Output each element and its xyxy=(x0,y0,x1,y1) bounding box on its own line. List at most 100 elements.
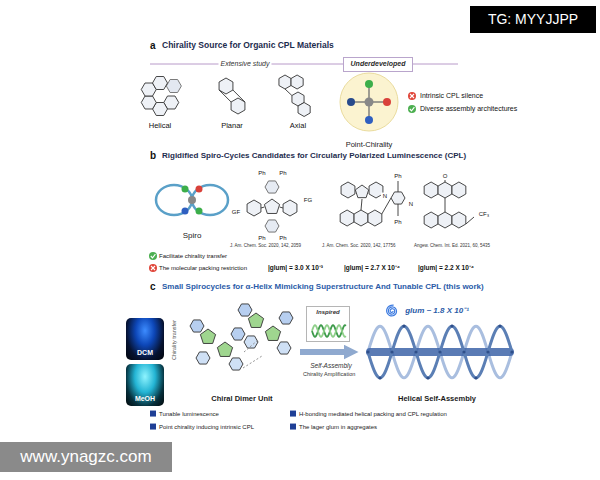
legend-entry: H-bonding mediated helical packing and C… xyxy=(290,411,447,418)
atom-label: CF₃ xyxy=(477,211,491,218)
bond xyxy=(445,180,446,182)
category-label: Point-Chirality xyxy=(346,141,393,150)
ring xyxy=(438,212,452,228)
reference: Angew. Chem. Int. Ed. 2021, 60, 5435 xyxy=(414,243,490,248)
helix-unit xyxy=(450,324,453,327)
substituent-dot xyxy=(383,98,391,106)
ring xyxy=(238,304,252,316)
bond xyxy=(233,90,245,102)
helix-unit xyxy=(426,376,429,379)
ring xyxy=(200,329,215,343)
watermark-box: TG: MYYJJPP xyxy=(470,6,596,33)
helix-unit xyxy=(366,350,369,353)
legend-entry: Tunable luminescence xyxy=(150,411,219,418)
ring xyxy=(190,320,204,332)
ring xyxy=(265,220,279,232)
spiroacridine-molecule xyxy=(340,181,405,226)
legend-entry: The lager glum in aggregates xyxy=(290,424,377,431)
advantage-note: Diverse assembly architectures xyxy=(420,105,517,113)
status-tag: Underdeveloped xyxy=(343,57,413,72)
watermark-box: www.ynagzc.com xyxy=(0,442,172,472)
cyclophane-molecule xyxy=(219,78,245,114)
glum-value: |glum| = 2.7 X 10⁻⁴ xyxy=(344,264,400,271)
tag-text: Underdeveloped xyxy=(351,60,406,68)
legend-text: The lager glum in aggregates xyxy=(299,424,377,431)
box-label: Inspired xyxy=(316,309,339,316)
spiro-loop xyxy=(156,185,192,215)
ring xyxy=(391,192,405,204)
helix-unit xyxy=(474,376,477,379)
ring xyxy=(438,182,452,198)
helix-unit xyxy=(390,350,393,353)
atom-label: Ph xyxy=(256,235,267,242)
drawback-note: The molecular packing restriction xyxy=(159,265,247,272)
substituent-dot xyxy=(182,186,189,193)
node-figure xyxy=(152,172,232,240)
bond xyxy=(243,356,262,368)
process-note: Chirality Amplification xyxy=(303,371,361,377)
ring xyxy=(264,199,279,213)
shape-label: Spiro xyxy=(183,231,202,240)
atom-label: Ph xyxy=(277,235,288,242)
substituent-dot xyxy=(182,208,189,215)
binaphthyl-molecule xyxy=(279,75,310,117)
legend-text: H-bonding mediated helical packing and C… xyxy=(299,411,447,418)
check-mark xyxy=(151,254,156,258)
drawback-note: Intrinsic CPL silence xyxy=(420,92,483,100)
bond xyxy=(361,199,362,210)
panel-title: Rigidified Spiro-Cycles Candidates for C… xyxy=(162,151,466,160)
atom-label: Ph xyxy=(256,170,267,177)
advantage-note: Facilitate chirality transfer xyxy=(159,253,227,260)
ring xyxy=(452,182,466,198)
dimer-molecule xyxy=(190,304,293,370)
helix-unit xyxy=(498,324,501,327)
bond xyxy=(151,266,155,270)
bond xyxy=(280,207,283,208)
helix-strand xyxy=(368,326,512,377)
bond xyxy=(410,94,414,98)
glum-value: |glum| = 2.2 X 10⁻⁴ xyxy=(418,264,474,271)
substituent-dot xyxy=(196,186,203,193)
legend-swatch xyxy=(150,424,156,430)
watermark-text: www.ynagzc.com xyxy=(20,447,151,467)
dimer-unit: Chiral Dimer Unit xyxy=(184,298,300,406)
ring xyxy=(265,181,279,193)
legend-text: Tunable luminescence xyxy=(159,411,219,418)
legend-swatch xyxy=(290,424,296,430)
substituent-dot xyxy=(347,98,355,106)
atom-label: N xyxy=(407,201,415,208)
spiro-loop xyxy=(192,185,228,215)
reference: J. Am. Chem. Soc. 2020, 142, 2059 xyxy=(230,243,301,248)
ring xyxy=(340,210,354,226)
helix-unit xyxy=(510,350,513,353)
spirobifluorene-molecule xyxy=(247,181,297,232)
ring xyxy=(341,182,355,198)
legend-swatch xyxy=(150,411,156,417)
stereocenter xyxy=(365,98,374,107)
atom-label: Ph xyxy=(392,173,403,180)
bond xyxy=(382,198,391,214)
ring xyxy=(452,212,466,228)
category-label: Helical xyxy=(149,122,172,131)
bond xyxy=(244,340,258,352)
inspiration-box: Inspired xyxy=(306,306,350,342)
bond xyxy=(445,198,446,212)
process-note: Chirality transfer xyxy=(171,320,177,360)
ring xyxy=(355,185,368,198)
helicene-molecule xyxy=(141,77,181,116)
cross-icon xyxy=(408,92,416,100)
panel-title: Chirality Source for Organic CPL Materia… xyxy=(162,41,334,51)
atom-label: Ph xyxy=(392,219,403,226)
helix-assembly: glum ~ 1.8 X 10⁻¹Helical Self-Assembly xyxy=(362,298,512,406)
category-label: Planar xyxy=(221,122,243,131)
ring xyxy=(217,342,232,356)
solvent-vial: MeOH xyxy=(126,364,164,406)
assembly-arrow xyxy=(300,349,348,355)
bond xyxy=(466,217,474,224)
ring xyxy=(231,328,245,340)
figure-caption: Helical Self-Assembly xyxy=(398,395,476,404)
ring xyxy=(248,313,263,327)
reference: J. Am. Chem. Soc. 2020, 142, 17756 xyxy=(322,243,396,248)
spiro-atom xyxy=(188,196,196,204)
